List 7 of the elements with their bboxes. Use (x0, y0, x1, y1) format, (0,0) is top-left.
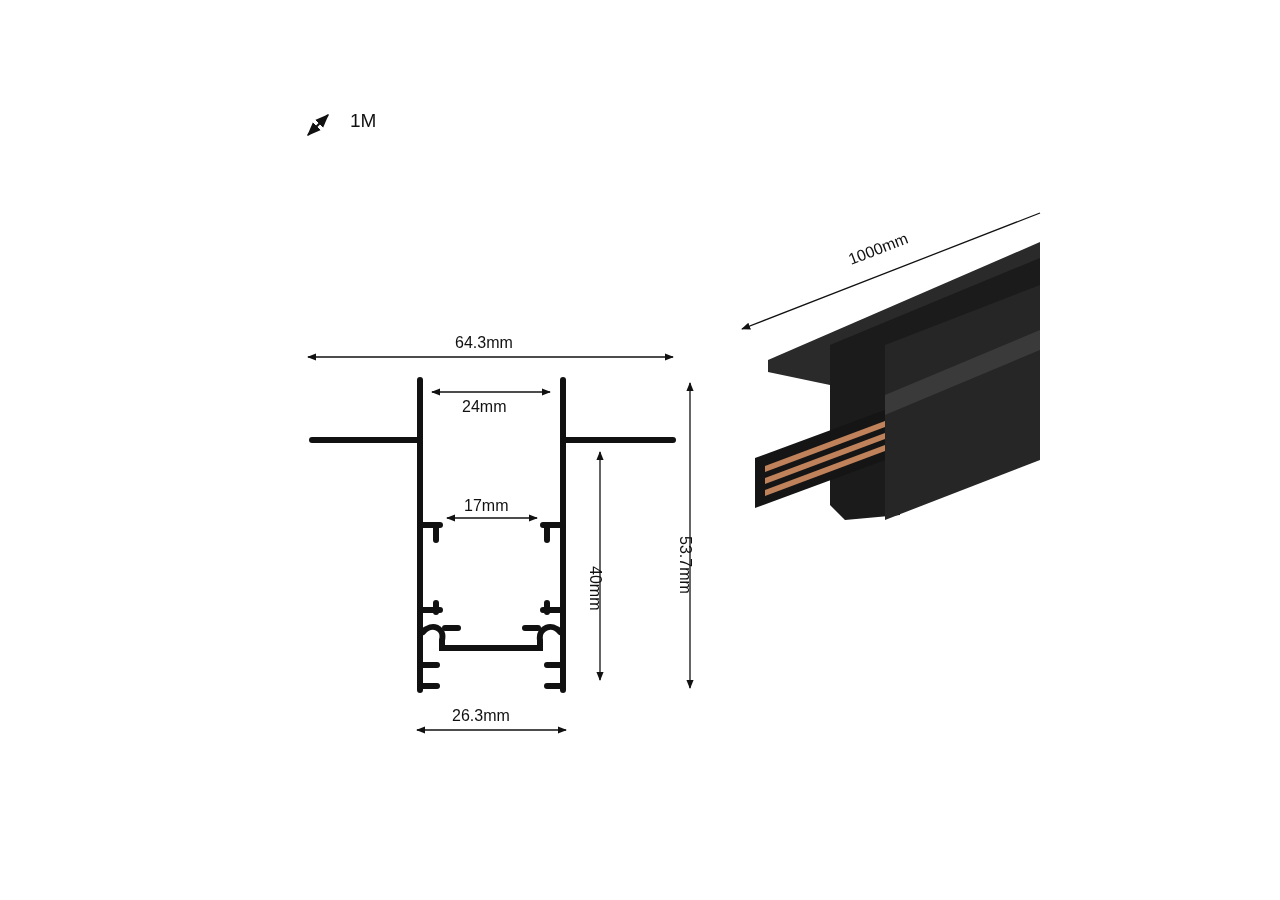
dimension-label: 26.3mm (452, 707, 510, 725)
dimension-label: 53.7mm (676, 536, 694, 594)
length-label: 1M (350, 112, 377, 130)
dimension-label: 40mm (586, 566, 604, 611)
dimension-label: 64.3mm (455, 334, 513, 352)
dimension-label: 17mm (464, 497, 509, 515)
dimension-label: 24mm (462, 398, 507, 416)
